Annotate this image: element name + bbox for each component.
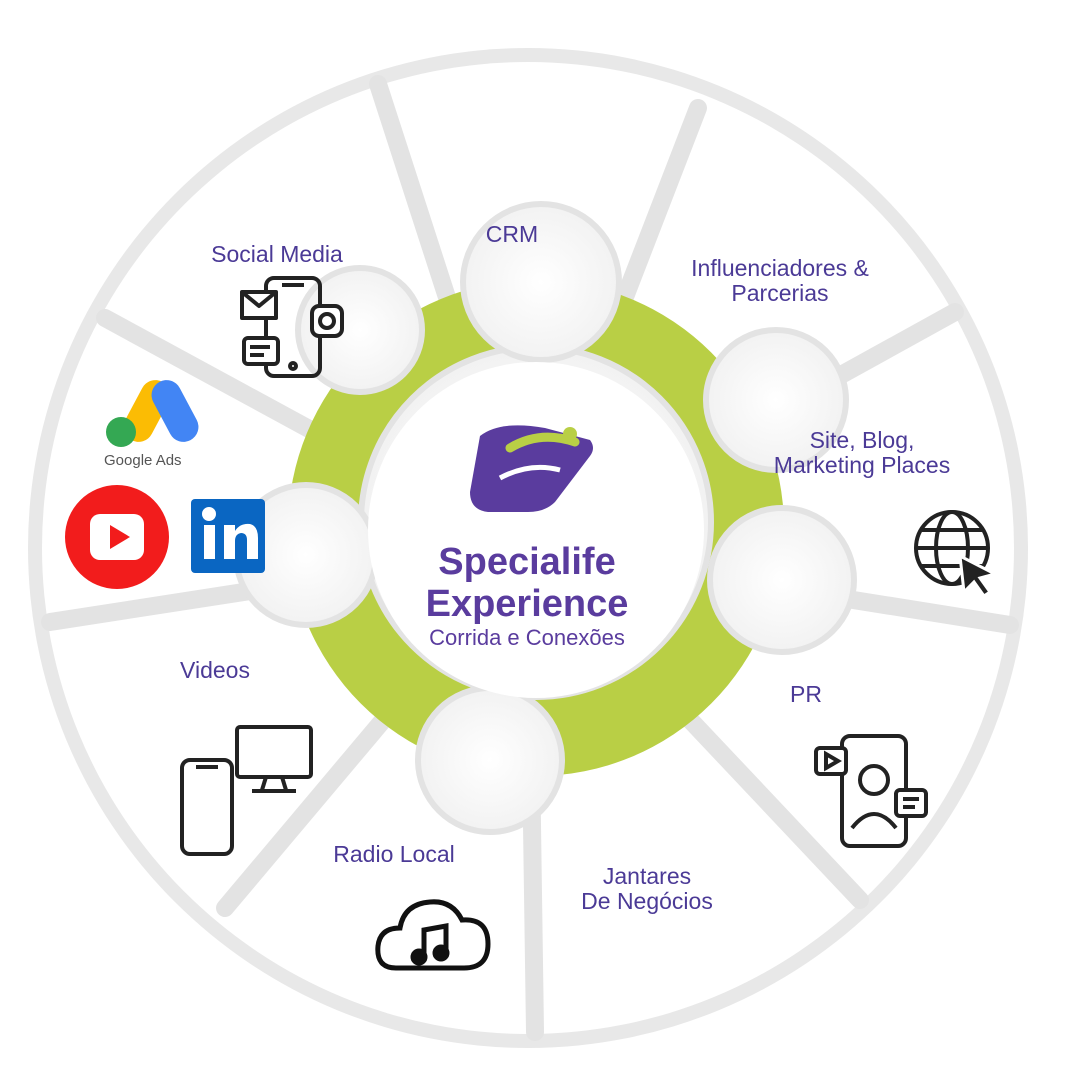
cloud-music-icon (375, 899, 491, 971)
linkedin-icon (191, 499, 265, 573)
segment-label-social: Social Media (211, 241, 343, 267)
globe-cursor-icon (914, 510, 1000, 599)
segment-label-radio: Radio Local (333, 841, 455, 867)
segment-label-site-line1: Site, Blog, (809, 427, 915, 453)
brand-name-line2: Experience (425, 583, 629, 625)
segment-label-dinners-line1: Jantares (602, 863, 692, 889)
center-inner (368, 362, 704, 698)
google-ads-icon (106, 380, 199, 447)
segment-label-influencers-line1: Influenciadores & (691, 255, 869, 281)
devices-icon (180, 725, 313, 856)
mobile-social-icon (240, 276, 344, 378)
google-ads-label: Google Ads (104, 452, 182, 469)
segment-label-site-line2: Marketing Places (773, 452, 951, 478)
segment-label-dinners: Jantares De Negócios (581, 864, 713, 914)
segment-label-dinners-line2: De Negócios (581, 888, 713, 914)
segment-label-influencers-line2: Parcerias (731, 280, 829, 306)
segment-label-site: Site, Blog, Marketing Places (774, 428, 950, 478)
brand-name-line1: Specialife (438, 541, 616, 583)
brand-tagline: Corrida e Conexões (429, 625, 625, 650)
segment-label-pr: PR (790, 681, 822, 707)
youtube-icon (65, 485, 169, 589)
segment-label-influencers: Influenciadores & Parcerias (691, 256, 869, 306)
video-call-icon (814, 734, 928, 848)
segment-label-crm: CRM (485, 221, 539, 247)
runner-logo-icon (470, 425, 593, 512)
segment-label-videos: Videos (180, 657, 250, 683)
